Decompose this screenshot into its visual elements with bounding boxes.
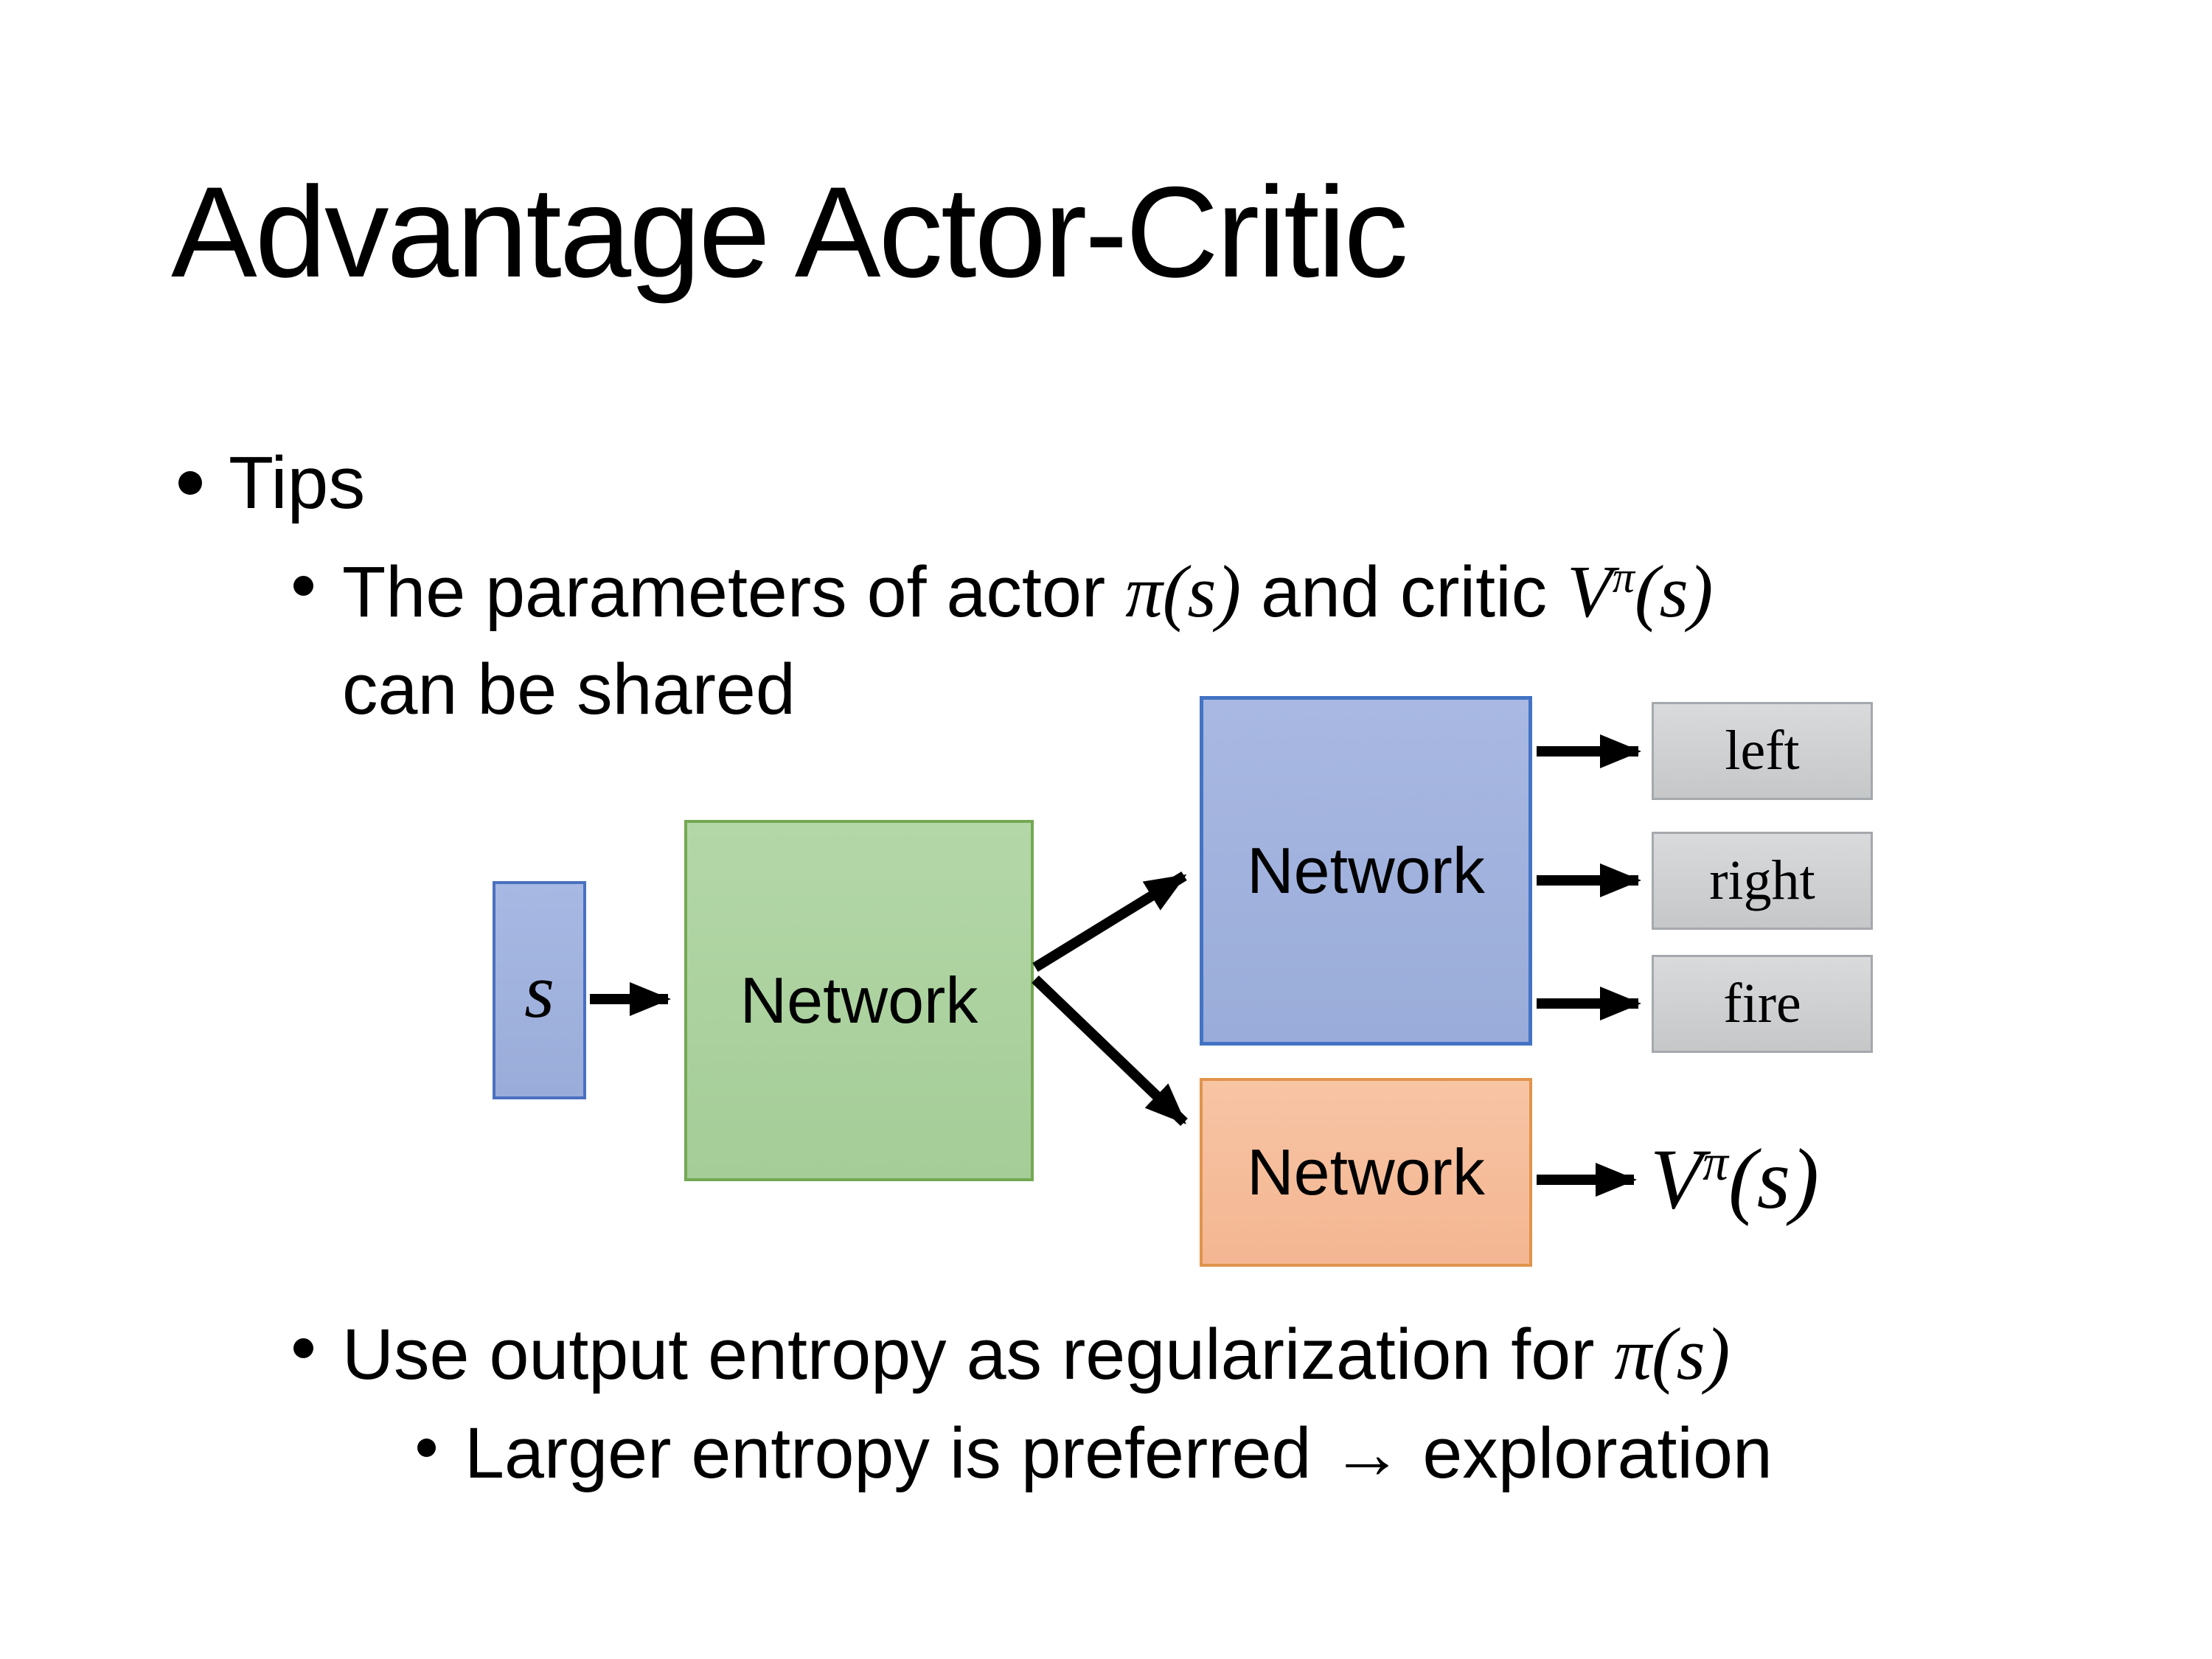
action-right-label: right: [1709, 849, 1815, 911]
slide-title: Advantage Actor-Critic: [171, 161, 1408, 305]
action-box-right: right: [1652, 832, 1873, 930]
critic-network-box: Network: [1200, 1078, 1532, 1267]
action-box-fire: fire: [1652, 955, 1873, 1053]
shared-network-label: Network: [740, 964, 978, 1037]
bullet-tips-label: Tips: [229, 442, 366, 524]
bullet-params-line2: can be shared: [342, 653, 796, 725]
state-input-box: s: [493, 881, 586, 1099]
action-box-left: left: [1652, 702, 1873, 800]
bullet-exploration: Larger entropy is preferred → exploratio…: [465, 1417, 1773, 1489]
pi-s-math: π(s): [1125, 550, 1242, 633]
params-text-1: The parameters of actor: [342, 552, 1126, 632]
entropy-text: Use output entropy as regularization for: [342, 1314, 1615, 1394]
bullet-dot-level2-entropy: [293, 1338, 313, 1358]
entropy-pi-s-math: π(s): [1614, 1312, 1731, 1395]
shared-network-box: Network: [684, 820, 1034, 1181]
exploration-text: Larger entropy is preferred → exploratio…: [465, 1413, 1773, 1493]
bullet-dot-level1: [178, 471, 202, 495]
action-left-label: left: [1725, 720, 1800, 782]
critic-network-label: Network: [1247, 1135, 1485, 1208]
value-sup-math: π: [1703, 1134, 1728, 1192]
state-label: s: [524, 947, 554, 1034]
v-sup-math: π: [1612, 552, 1635, 602]
params-text-2: and critic: [1241, 552, 1568, 632]
bullet-entropy: Use output entropy as regularization for…: [342, 1317, 1730, 1391]
actor-network-label: Network: [1247, 834, 1485, 907]
bullet-tips: Tips: [229, 446, 365, 520]
value-function-expression: Vπ(s): [1650, 1134, 1819, 1222]
bullet-dot-level3: [417, 1439, 436, 1457]
params-line2-text: can be shared: [342, 649, 796, 729]
action-fire-label: fire: [1723, 973, 1801, 1034]
bullet-dot-level2-params: [293, 576, 313, 596]
value-base-math: V: [1650, 1132, 1703, 1227]
value-arg-math: (s): [1728, 1132, 1819, 1227]
v-base-math: V: [1567, 550, 1613, 633]
arrow-shared-to-actor: [1032, 872, 1187, 972]
arrow-shared-to-critic: [1032, 975, 1188, 1127]
bullet-params-line1: The parameters of actor π(s) and critic …: [342, 554, 1713, 629]
v-arg-math: (s): [1634, 550, 1714, 633]
actor-network-box: Network: [1200, 696, 1532, 1046]
